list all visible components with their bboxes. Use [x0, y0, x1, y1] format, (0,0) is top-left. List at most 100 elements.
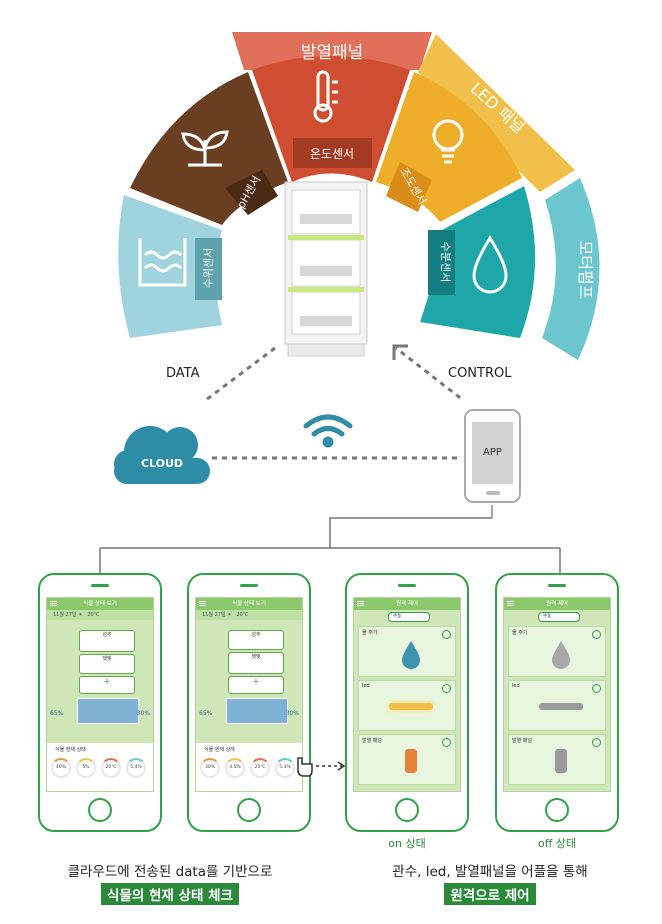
water-percent-left: 65% [50, 710, 64, 717]
date-bar: 11월 27일 ☀ 20℃ [47, 610, 153, 620]
tab-water-level [195, 238, 222, 300]
phone-control-on: 원격 제어 수동 물 주기 led 발열 패널 [345, 573, 469, 832]
status-panel-title: 식물 현재 상태 [55, 747, 86, 753]
control-water[interactable]: 물 주기 [358, 626, 456, 677]
link-icon[interactable] [592, 630, 601, 639]
tab-moisture [428, 230, 455, 295]
menu-icon[interactable] [199, 601, 206, 602]
phone-speaker [548, 584, 566, 587]
control-led-label: led [512, 683, 520, 689]
cloud-icon [114, 426, 210, 484]
control-heater[interactable]: 발열 패널 [508, 734, 606, 785]
plant-card-2[interactable]: 햇빛 [79, 654, 135, 674]
caption-right-line1: 관수, led, 발열패널을 어플을 통해 [392, 864, 588, 880]
light-bulb-icon [432, 119, 464, 164]
control-water[interactable]: 물 주기 [508, 626, 606, 677]
water-percent-right: 30% [136, 710, 150, 717]
gauge-4: 5.4% [275, 758, 295, 778]
outer-segment-led-panel [418, 34, 575, 192]
connector-lines [99, 517, 561, 575]
phone-speaker [91, 584, 109, 587]
monitor-screen: 식물 상태 보기 11월 27일 ☀ 20℃ 성추 햇빛 + 65% 30% 식… [46, 597, 154, 792]
add-plant-card[interactable]: + [228, 676, 284, 694]
phone-monitor-1: 식물 상태 보기 11월 27일 ☀ 20℃ 성추 햇빛 + 65% 30% 식… [38, 573, 162, 832]
water-drop-icon [472, 235, 508, 294]
home-button[interactable] [88, 798, 112, 822]
water-percent-left: 65% [199, 710, 213, 717]
water-percent-right: 30% [285, 710, 299, 717]
menu-icon[interactable] [50, 601, 57, 602]
tap-arrow [297, 757, 346, 777]
led-bar-on [389, 703, 433, 710]
plant-card-2[interactable]: 햇빛 [228, 652, 284, 674]
link-icon[interactable] [442, 630, 451, 639]
menu-icon[interactable] [507, 601, 514, 602]
screen-title: 식물 상태 보기 [232, 601, 266, 607]
wifi-icon [303, 414, 353, 448]
water-tank [77, 698, 139, 724]
control-heater-label: 발열 패널 [362, 738, 382, 744]
plant-card-1[interactable]: 성추 [228, 630, 284, 650]
gauge-1: 30% [200, 758, 220, 778]
control-heater[interactable]: 발열 패널 [358, 734, 456, 785]
caption-right-highlight: 원격으로 제어 [444, 883, 536, 905]
home-button[interactable] [237, 798, 261, 822]
label-water-level-sensor: 수위센서 [202, 248, 215, 288]
gauge-1: 40% [51, 758, 71, 778]
gauge-2: 5% [76, 758, 96, 778]
home-button[interactable] [545, 798, 569, 822]
link-icon[interactable] [592, 738, 601, 747]
gauge-2: 4.5% [225, 758, 245, 778]
heater-lamp-on [405, 749, 417, 773]
label-motor-pump: 모터펌프 [576, 241, 595, 300]
status-panel: 식물 현재 상태 40% 5% 20℃ 5.4% [47, 743, 153, 791]
control-heater-label: 발열 패널 [512, 738, 532, 744]
app-title-bar: 식물 상태 보기 [196, 598, 302, 610]
date-text: 11월 27일 ☀ [53, 612, 83, 618]
smartphone-device [464, 409, 521, 503]
link-icon[interactable] [442, 684, 451, 693]
label-temp-sensor: 온도센서 [310, 147, 354, 161]
phone-monitor-2: 식물 상태 보기 11월 27일 ☀ 20℃ 성추 햇빛 + 65% 30% 식… [187, 573, 311, 832]
thermometer-icon [313, 70, 338, 123]
phone-control-off: 원격 제어 수동 물 주기 led 발열 패널 [495, 573, 619, 832]
gauge-4: 5.4% [126, 758, 146, 778]
control-led-label: led [362, 683, 370, 689]
plant-card-1[interactable]: 성추 [79, 630, 135, 652]
hand-pointer-icon [297, 757, 313, 777]
control-label: CONTROL [448, 366, 512, 381]
app-title-bar: 원격 제어 [354, 598, 460, 610]
status-panel-title: 식물 현재 상태 [204, 747, 235, 753]
on-state-label: on 상태 [388, 837, 426, 850]
control-led[interactable]: led [508, 680, 606, 731]
gauge-3: 20℃ [101, 758, 121, 778]
tab-light [386, 162, 432, 212]
menu-icon[interactable] [357, 601, 364, 602]
home-button[interactable] [395, 798, 419, 822]
temp-text: 20℃ [236, 612, 249, 618]
status-panel: 식물 현재 상태 30% 4.5% 20℃ 5.4% [196, 743, 302, 791]
mode-toggle[interactable]: 수동 [388, 612, 430, 622]
led-bar-off [539, 703, 583, 710]
planter-device [284, 181, 368, 357]
control-water-label: 물 주기 [362, 630, 378, 636]
caption-left-highlight: 식물의 현재 상태 체크 [101, 883, 239, 905]
monitor-screen: 식물 상태 보기 11월 27일 ☀ 20℃ 성추 햇빛 + 65% 30% 식… [195, 597, 303, 792]
cloud-label: CLOUD [140, 457, 184, 470]
outer-segment-motor-pump [542, 178, 600, 360]
caption-left: 클라우드에 전송된 data를 기반으로 식물의 현재 상태 체크 [40, 860, 300, 905]
heater-lamp-off [555, 749, 567, 773]
app-label: APP [483, 447, 502, 458]
control-led[interactable]: led [358, 680, 456, 731]
off-state-label: off 상태 [537, 837, 577, 850]
mode-toggle[interactable]: 수동 [538, 612, 580, 622]
phone-speaker [398, 584, 416, 587]
link-icon[interactable] [592, 684, 601, 693]
link-icon[interactable] [442, 738, 451, 747]
gauge-3: 20℃ [250, 758, 270, 778]
add-plant-card[interactable]: + [79, 676, 135, 694]
label-moisture-sensor: 수분센서 [439, 242, 452, 282]
temp-text: 20℃ [87, 612, 100, 618]
phone-speaker [240, 584, 258, 587]
sprout-icon [181, 130, 229, 167]
